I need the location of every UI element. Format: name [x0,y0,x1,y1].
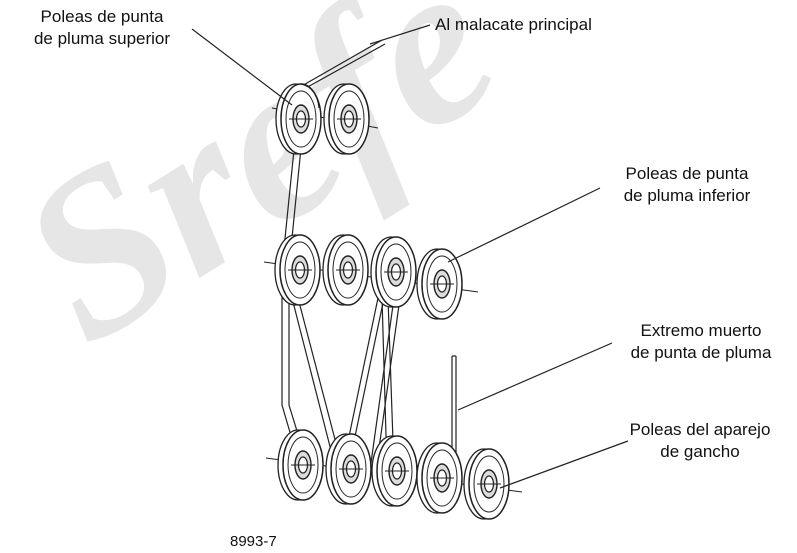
rope-segment-5 [291,297,337,471]
sheave-groove [381,442,413,500]
rope-segment-11 [369,297,395,471]
label-lower-boom-tip-sheaves-line2: de pluma inferior [623,186,751,205]
figure-id: 8993-7 [230,533,277,550]
sheave-lower-boom-tip-3 [370,236,417,308]
sheave-row-lower-boom-tip [263,234,479,320]
leader-boom-tip-dead-end [457,342,613,411]
label-lower-boom-tip-sheaves: Poleas de punta de pluma inferior [585,163,789,207]
sheave-groove [285,90,317,148]
sheave-upper-boom-tip-1 [275,83,322,155]
sheave-hook-block-2 [325,433,372,505]
sheave-upper-boom-tip-2 [323,83,370,155]
sheave-groove [473,455,505,513]
rope-segment-3 [299,39,383,88]
label-hook-block-sheaves: Poleas del aparejo de gancho [603,419,797,463]
label-boom-tip-dead-end-line1: Extremo muerto [640,321,762,340]
sheave-hook-block-1 [277,429,324,501]
leader-hook-block-sheaves [499,440,629,489]
sheave-lower-boom-tip-2 [322,234,369,306]
sheave-groove [426,255,458,313]
sheave-groove [426,449,458,507]
sheave-groove [333,90,365,148]
label-upper-boom-tip-sheaves: Poleas de punta de pluma superior [0,6,204,50]
label-hook-block-sheaves-line2: de gancho [660,442,740,461]
sheave-groove [284,241,316,299]
leader-lines [191,24,629,489]
sheave-groove [332,241,364,299]
sheave-hook-block-3 [371,435,418,507]
rope-segment-4 [303,43,386,90]
sheave-row-hook-block [265,429,523,520]
label-boom-tip-dead-end: Extremo muerto de punta de pluma [610,320,792,364]
label-to-main-hoist: Al malacate principal [435,15,592,34]
sheave-groove [380,243,412,301]
sheave-hook-block-5 [463,448,510,520]
rope-wrap-top [300,83,320,109]
leader-to-main-hoist [369,24,431,45]
sheave-lower-boom-tip-4 [416,248,463,320]
sheave-hook-block-4 [416,442,463,514]
sheave-lower-boom-tip-1 [274,234,321,306]
sheave-groove [287,436,319,494]
label-hook-block-sheaves-line1: Poleas del aparejo [629,420,771,439]
sheave-row-upper-boom-tip [271,83,379,155]
leader-lower-boom-tip-sheaves [447,187,601,263]
sheave-groove [335,440,367,498]
label-upper-boom-tip-sheaves-line1: Poleas de punta [40,7,164,26]
label-boom-tip-dead-end-line2: de punta de pluma [630,343,772,362]
label-upper-boom-tip-sheaves-line2: de pluma superior [33,29,171,48]
label-lower-boom-tip-sheaves-line1: Poleas de punta [625,164,749,183]
leader-upper-boom-tip-sheaves [191,28,293,106]
rope-segment-12 [375,297,401,471]
